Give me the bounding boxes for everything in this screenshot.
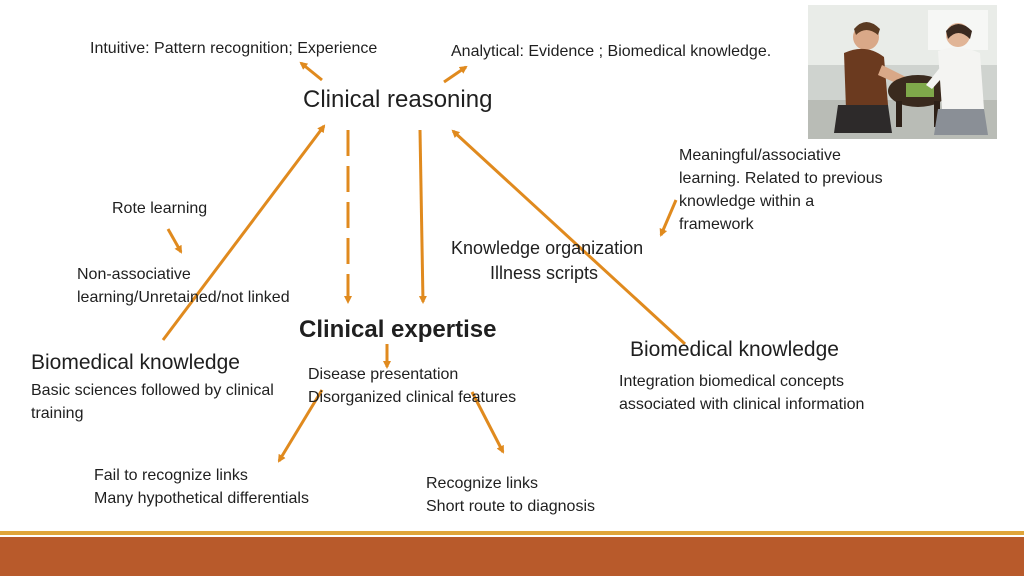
veterinary-photo — [808, 5, 997, 139]
fail-to-recognize-text: Fail to recognize links Many hypothetica… — [94, 467, 309, 507]
intuitive-label: Intuitive: Pattern recognition; Experien… — [90, 40, 378, 57]
disease-presentation-text: Disease presentation Disorganized clinic… — [308, 366, 517, 406]
recognize-links-text: Recognize links Short route to diagnosis — [426, 475, 595, 515]
clinical-expertise-title: Clinical expertise — [299, 316, 497, 343]
arrow-to-intuitive — [299, 61, 323, 82]
knowledge-organization-label: Knowledge organization — [451, 238, 644, 258]
bio-knowledge-left-desc: Basic sciences followed by clinical trai… — [31, 382, 274, 422]
illness-scripts-label: Illness scripts — [490, 263, 599, 283]
arrow-to-rote — [166, 228, 183, 254]
bio-knowledge-right-title: Biomedical knowledge — [630, 338, 839, 361]
non-associative-text: Non-associative learning/Unretained/not … — [77, 266, 290, 306]
clinical-reasoning-title: Clinical reasoning — [303, 86, 493, 113]
arrow-reasoning-to-expertise — [418, 129, 427, 304]
footer-band — [0, 537, 1024, 576]
meaningful-learning-text: Meaningful/associative learning. Related… — [679, 147, 883, 233]
arrow-to-analytical — [443, 65, 468, 84]
photo-illustration — [808, 5, 997, 139]
bio-knowledge-right-desc: Integration biomedical concepts associat… — [619, 373, 865, 413]
analytical-label: Analytical: Evidence ; Biomedical knowle… — [451, 43, 772, 60]
arrow-bio-left-to-reasoning — [161, 124, 326, 341]
arrow-to-meaningful — [659, 199, 678, 237]
arrow-bio-right-to-reasoning — [451, 129, 687, 346]
footer-thin-band — [0, 531, 1024, 535]
rote-learning-label: Rote learning — [112, 200, 208, 217]
arrow-to-recognize — [470, 391, 505, 454]
bio-knowledge-left-title: Biomedical knowledge — [31, 351, 240, 374]
arrow-to-fail — [277, 389, 324, 463]
